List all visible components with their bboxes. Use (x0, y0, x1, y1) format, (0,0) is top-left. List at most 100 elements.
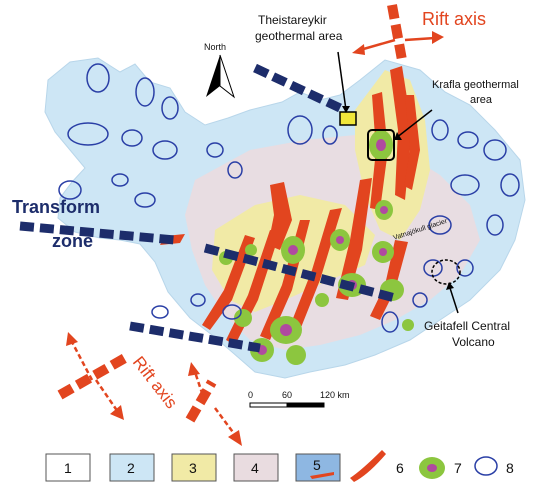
rift-axis-label-bottom: Rift axis (129, 353, 181, 412)
rift-axis-arrowhead-br2 (228, 430, 242, 446)
legend-swatch-2 (109, 453, 155, 482)
dyke-3 (404, 95, 420, 190)
theistareykir-pointer (337, 51, 347, 111)
krafla-label-line2: area (470, 94, 493, 106)
dyke-4 (336, 178, 372, 300)
legend-caldera-symbol (474, 456, 498, 476)
legend-label-3: 3 (189, 460, 197, 476)
north-label: North (204, 42, 226, 52)
caldera-outline (322, 125, 338, 145)
scale-bar-black (286, 402, 325, 408)
caldera-outline (134, 192, 156, 208)
theistareykir-marker (339, 111, 357, 126)
legend-swatch-4 (233, 453, 279, 482)
dyke-swarms (160, 66, 420, 345)
caldera-outline (500, 173, 520, 197)
rift-axis-dashes-bottom-left (57, 353, 128, 400)
caldera-outline (161, 96, 179, 120)
caldera-outline (222, 304, 242, 320)
legend-label-1: 1 (64, 460, 72, 476)
geitafell-pointer (449, 287, 459, 314)
legend-label-4: 4 (251, 460, 259, 476)
volcano-core (376, 139, 386, 151)
transform-label-line1: Transform (12, 197, 100, 217)
caldera-outline (412, 292, 428, 308)
rift-axis-arrowhead-bl1 (66, 332, 78, 346)
caldera-outline (190, 293, 206, 307)
dyke-8 (202, 235, 255, 330)
caldera-outline (431, 119, 449, 141)
volcano (286, 345, 306, 365)
legend-dyke-symbol (350, 450, 386, 482)
caldera-outline (67, 122, 109, 146)
caldera-outlines (58, 63, 520, 333)
legend: 1 2 3 4 5 6 7 8 (45, 450, 514, 482)
rift-axis-arrowhead-left (352, 44, 365, 55)
volcano (234, 309, 252, 327)
scale-bar-white (249, 402, 288, 408)
scale-tick-0: 0 (248, 390, 253, 400)
legend-swatch-1 (45, 453, 91, 482)
rift-axis-arrow-line-br2 (213, 407, 237, 436)
theistareykir-arrowhead (342, 106, 350, 113)
caldera-outline (457, 131, 479, 149)
volcano (315, 293, 329, 307)
rift-axis-arrowhead-bl2 (110, 405, 124, 420)
geitafell-label-line2: Volcano (452, 335, 495, 349)
caldera-outline (450, 174, 480, 196)
legend-swatch-3 (171, 453, 217, 482)
caldera-outline (135, 77, 155, 107)
rift-axis-arrow-line-br1 (193, 371, 207, 403)
scale-bar: 0 60 120 km (248, 390, 350, 408)
legend-label-5: 5 (313, 457, 321, 473)
rift-axis-dashes-top (387, 4, 407, 61)
north-arrow-icon-light (219, 54, 236, 99)
caldera-outline (206, 142, 224, 158)
caldera-outline (287, 115, 313, 145)
legend-label-6: 6 (396, 460, 404, 476)
dyke-5 (290, 208, 342, 330)
volcano-core (379, 248, 387, 256)
caldera-outline (111, 173, 129, 187)
caldera-outline (227, 161, 243, 179)
scale-tick-120: 120 km (320, 390, 350, 400)
volcano (402, 319, 414, 331)
caldera-outline (483, 139, 507, 161)
scale-tick-60: 60 (282, 390, 292, 400)
rift-axis-arrow-line-left (359, 38, 396, 52)
caldera-outline (381, 311, 399, 333)
transform-dash-line-west (19, 221, 176, 245)
caldera-outline (456, 259, 474, 277)
geitafell-label-line1: Geitafell Central (424, 319, 510, 333)
legend-swatch-5-mark (310, 472, 334, 479)
rift-axis-arrowhead-br1 (188, 362, 200, 376)
theistareykir-label-line1: Theistareykir (258, 13, 327, 27)
caldera-outline (58, 180, 82, 200)
krafla-label-line1: Krafla geothermal (432, 79, 519, 91)
legend-label-7: 7 (454, 460, 462, 476)
caldera-outline (152, 140, 178, 160)
volcano (245, 244, 257, 256)
rift-axis-arrow-line-bl2 (94, 379, 120, 413)
krafla-arrowhead (394, 132, 402, 140)
volcano-core (280, 324, 292, 336)
theistareykir-label-line2: geothermal area (255, 29, 343, 43)
transform-dash-line-central (203, 243, 397, 303)
volcano-core (336, 236, 344, 244)
volcano-core (380, 206, 388, 214)
caldera-outline (428, 215, 452, 235)
caldera-outline (86, 63, 110, 93)
north-arrow-icon (206, 55, 220, 97)
geitafell-arrowhead (446, 282, 454, 290)
rift-axis-dashes-bottom-right (185, 379, 217, 423)
krafla-marker (367, 129, 395, 161)
legend-volcano-core (427, 464, 437, 472)
dyke-9 (268, 182, 292, 250)
volcano-core (288, 245, 298, 255)
geitafell-marker (431, 259, 461, 285)
krafla-pointer (395, 109, 433, 139)
rift-axis-arrowhead-right (432, 31, 444, 44)
legend-label-2: 2 (127, 460, 135, 476)
rift-axis-arrow-line-bl1 (70, 341, 94, 381)
